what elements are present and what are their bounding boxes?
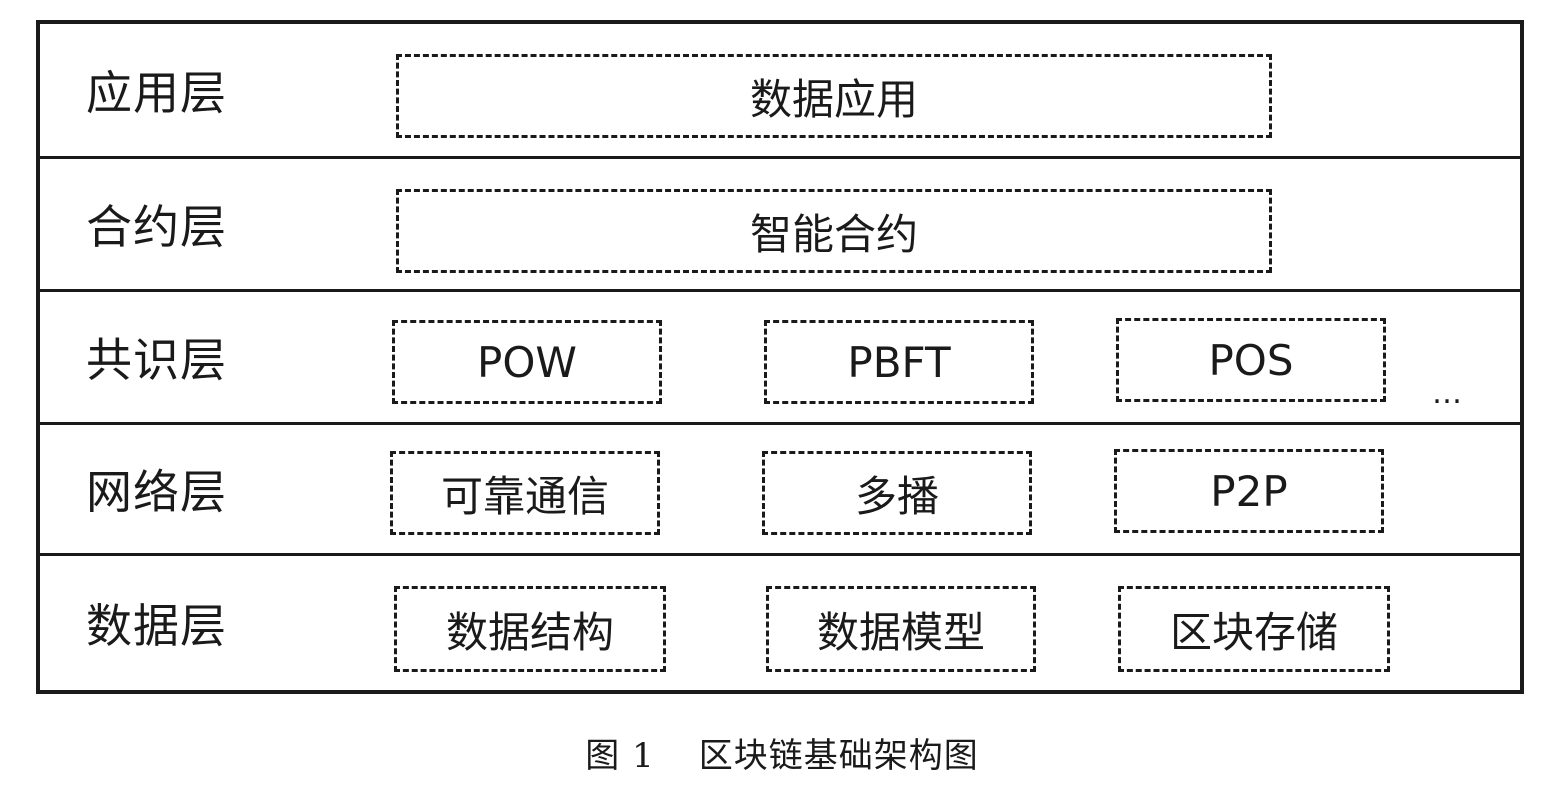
figure-caption: 图 1 区块链基础架构图 [0, 728, 1564, 777]
module-pbft: PBFT [764, 320, 1034, 404]
module-data-application: 数据应用 [396, 54, 1272, 138]
layer-label-application: 应用层 [86, 66, 227, 120]
layer-consensus: 共识层 POW PBFT POS … [40, 292, 1520, 425]
layer-label-data: 数据层 [86, 599, 227, 653]
layer-label-consensus: 共识层 [86, 333, 227, 387]
module-pow: POW [392, 320, 662, 404]
module-block-storage: 区块存储 [1118, 586, 1390, 672]
layer-network: 网络层 可靠通信 多播 P2P [40, 425, 1520, 556]
module-data-structure: 数据结构 [394, 586, 666, 672]
module-reliable-communication: 可靠通信 [390, 451, 660, 535]
figure-title: 区块链基础架构图 [698, 736, 979, 776]
more-ellipsis: … [1432, 376, 1464, 411]
module-data-model: 数据模型 [766, 586, 1036, 672]
layer-label-contract: 合约层 [86, 200, 227, 254]
layer-label-network: 网络层 [86, 465, 227, 519]
architecture-diagram: 应用层 数据应用 合约层 智能合约 共识层 POW PBFT POS … 网络层… [36, 20, 1524, 694]
module-pos: POS [1116, 318, 1386, 402]
layer-data: 数据层 数据结构 数据模型 区块存储 [40, 556, 1520, 690]
module-multicast: 多播 [762, 451, 1032, 535]
module-p2p: P2P [1114, 449, 1384, 533]
layer-contract: 合约层 智能合约 [40, 159, 1520, 292]
figure-number: 图 1 [585, 736, 655, 776]
layer-application: 应用层 数据应用 [40, 24, 1520, 159]
module-smart-contract: 智能合约 [396, 189, 1272, 273]
